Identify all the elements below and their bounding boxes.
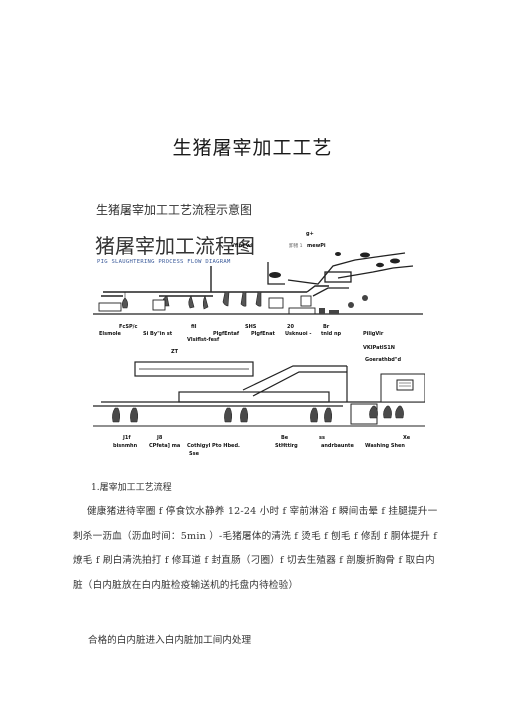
label-j8: J8 — [157, 435, 163, 441]
diagram-caption: 生猪屠宰加工工艺流程示意图 — [96, 203, 253, 217]
label-tnld: tnld np — [321, 331, 342, 337]
label-cpfeta: CPfeta] ma — [149, 443, 181, 449]
label-plgf-entaf: PlgfEntaf — [213, 331, 240, 337]
label-sse: Sse — [189, 451, 199, 457]
label-elsmole: Elsmole — [99, 331, 121, 337]
section-heading: 1.屠宰加工工艺流程 — [91, 483, 172, 493]
label-washing: Washing Shen — [365, 443, 405, 449]
label-stunning: FcSP/c — [119, 324, 138, 330]
label-vkipatl: VKIPatlS1N — [363, 345, 395, 351]
label-mew: mewPi — [307, 243, 326, 249]
label-g: g+ — [306, 231, 314, 237]
label-plgf-enat: PlgfEnat — [251, 331, 275, 337]
label-zt: ZT — [171, 349, 179, 355]
diagram-subtitle: PIG SLAUGHTERING PROCESS FLOW DIAGRAM — [97, 259, 231, 265]
label-j1f: J1f — [123, 435, 131, 441]
label-xe: Xe — [403, 435, 411, 441]
process-diagram: 猪屠宰加工流程图 PIG SLAUGHTERING PROCESS FLOW D… — [93, 226, 425, 459]
label-siby: Si By"in st — [143, 331, 173, 337]
label-bisnmhn: bisnmhn — [113, 443, 138, 449]
label-br: Br — [323, 324, 330, 330]
diagram-drawing — [93, 252, 425, 427]
label-be: Be — [281, 435, 289, 441]
label-sthttirg: StHttirg — [275, 443, 298, 449]
page-title: 生猪屠宰加工工艺 — [172, 137, 333, 159]
note-text: 合格的白内脏进入白内脏加工间内处理 — [88, 635, 252, 646]
label-piligvir: PiligVir — [363, 331, 384, 337]
label-shs: SHS — [245, 324, 257, 330]
diagram-title: 猪屠宰加工流程图 — [95, 234, 255, 258]
process-paragraph: 健康猪进待宰圈 f 停食饮水静养 12-24 小时 f 宰前淋浴 f 瞬间击晕 … — [73, 506, 438, 591]
label-ss: ss — [319, 435, 325, 441]
label-unloading: Vfint wi — [231, 243, 253, 249]
label-andrbaunte: andrbaunte — [321, 443, 354, 449]
label-goerath: Goerathbd"d — [365, 357, 402, 363]
label-vlsiflst: Vlsiflst-fesf — [187, 337, 220, 343]
label-20: 20 — [287, 324, 294, 330]
label-unload-step: 卸猪 1 — [289, 244, 303, 249]
label-usknuoi: Usknuoi - — [285, 331, 312, 337]
label-fil: fil — [191, 324, 197, 330]
label-cothigyl: Cothigyl Pto Hbed. — [187, 443, 240, 449]
